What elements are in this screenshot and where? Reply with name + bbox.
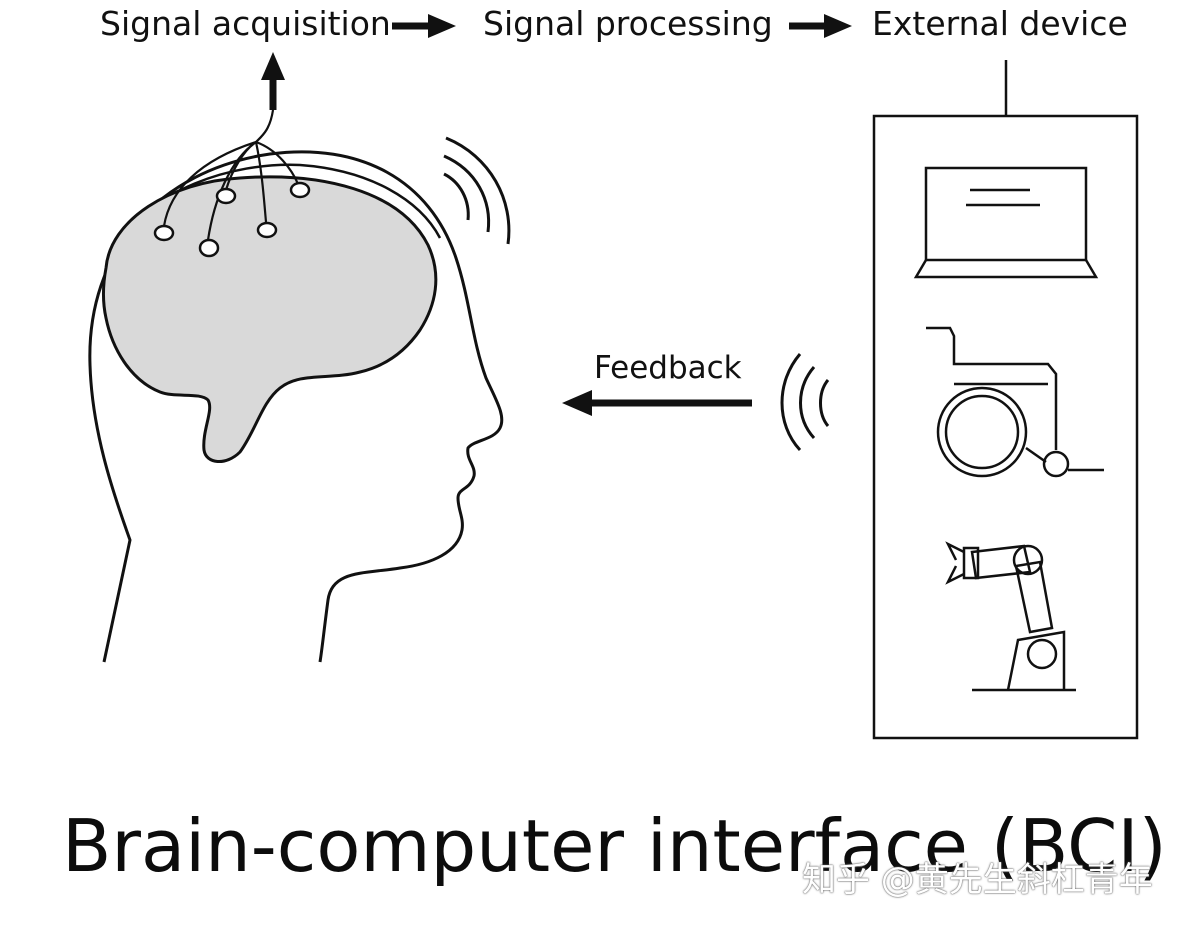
wheelchair-icon [926,326,1104,478]
pipeline-arrow-1 [392,14,456,38]
robotic-arm-icon [945,541,1076,692]
page-title: Brain-computer interface (BCI) [62,804,1167,888]
electrode-icon [153,181,311,258]
feedback-arrow [562,390,752,416]
wireless-signal-icon [443,136,511,245]
feedback-label: Feedback [594,350,742,386]
laptop-icon [913,166,1099,279]
step-external-device: External device [872,4,1128,43]
brain-icon [101,175,438,463]
watermark: 知乎 @黄先生斜杠青年 [802,860,1153,900]
pipeline-arrow-2 [789,14,852,38]
electrode-wires [162,109,300,241]
acquisition-arrow [261,52,285,110]
device-box [872,114,1139,740]
step-signal-processing: Signal processing [483,4,773,43]
device-wireless-icon [780,353,830,452]
step-signal-acquisition: Signal acquisition [100,4,391,43]
